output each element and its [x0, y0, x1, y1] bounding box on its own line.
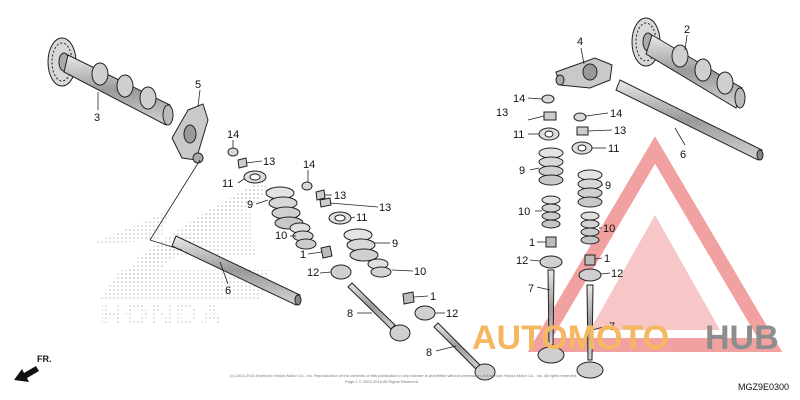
right-spring-c	[538, 147, 564, 186]
callout-9-c: 9	[519, 165, 525, 177]
callout-14-c: 14	[513, 93, 525, 105]
front-label: FR.	[37, 354, 52, 364]
callout-13-c: 13	[379, 202, 391, 214]
callout-12-b: 12	[446, 308, 458, 320]
front-arrow-icon	[14, 366, 39, 382]
right-rocker-shaft	[615, 79, 764, 161]
callout-12-c: 12	[516, 255, 528, 267]
left-guide-lines	[149, 159, 201, 251]
right-inner-spring-c	[541, 195, 561, 229]
right-inner-spring-d	[580, 211, 600, 245]
leader-lines	[97, 34, 688, 352]
callout-13-b: 13	[334, 190, 346, 202]
diagram-code: MGZ9E0300	[738, 382, 789, 392]
right-valve-group-c	[537, 94, 565, 364]
callout-7-a: 7	[528, 283, 534, 295]
callout-8-b: 8	[426, 347, 432, 359]
left-rocker-shaft	[171, 235, 302, 306]
callout-5: 5	[195, 79, 201, 91]
callout-10-b: 10	[414, 266, 426, 278]
right-spring-d	[577, 169, 603, 208]
callout-11-c: 11	[513, 129, 524, 141]
callout-14-d: 14	[610, 108, 622, 120]
callout-10-c: 10	[518, 206, 530, 218]
callout-13-a: 13	[263, 156, 275, 168]
callout-10-d: 10	[603, 223, 615, 235]
left-spring-a	[265, 186, 304, 230]
watermark-triangle	[527, 136, 783, 352]
callout-11-b: 11	[356, 212, 367, 224]
left-valve-group-a	[227, 147, 411, 342]
right-camshaft	[631, 17, 746, 109]
copyright-line-1: (c) 2003-2015 American Honda Motor Co., …	[230, 373, 577, 378]
callout-1-c: 1	[529, 237, 535, 249]
callout-14-b: 14	[303, 159, 315, 171]
callout-6-right: 6	[680, 149, 686, 161]
right-rocker-arm	[555, 57, 613, 89]
front-direction-indicator: FR.	[14, 354, 52, 382]
callout-9-d: 9	[605, 180, 611, 192]
left-rocker-arm	[171, 103, 209, 164]
callout-1-a: 1	[300, 249, 306, 261]
callout-4: 4	[577, 36, 583, 48]
callout-14-a: 14	[227, 129, 239, 141]
watermark-text-gray: HUB	[705, 319, 779, 357]
copyright-line-2: Page 1 © 2003-2015 All Rights Reserved	[345, 379, 418, 384]
callout-13-e: 13	[614, 125, 626, 137]
callout-11-a: 11	[222, 178, 233, 190]
callout-1-b: 1	[430, 291, 436, 303]
callout-9-b: 9	[392, 238, 398, 250]
callout-12-a: 12	[307, 267, 319, 279]
callout-6-left: 6	[225, 285, 231, 297]
callout-10-a: 10	[275, 230, 287, 242]
callout-8-a: 8	[347, 308, 353, 320]
left-valve-group-b	[301, 181, 496, 381]
callout-2: 2	[684, 24, 690, 36]
callout-7-b: 7	[609, 321, 615, 333]
watermark-text: AUTOMOTO HUB	[472, 319, 779, 357]
callout-12-d: 12	[611, 268, 623, 280]
callout-11-d: 11	[608, 143, 619, 155]
callout-3-left: 3	[94, 112, 100, 124]
callout-1-d: 1	[604, 253, 610, 265]
callout-9-a: 9	[247, 199, 253, 211]
honda-logo-text: HONDA	[100, 298, 225, 331]
callout-labels: 3 5 14 13 11 9 10 1 12 6 14 13 13 11 9 1…	[94, 24, 690, 359]
left-inner-spring-a	[289, 222, 317, 250]
watermark-text-orange: AUTOMOTO	[472, 319, 669, 357]
left-camshaft	[47, 37, 174, 126]
honda-wing-logo: HONDA	[90, 180, 270, 331]
callout-13-d: 13	[496, 107, 508, 119]
left-inner-spring-b	[367, 258, 392, 278]
right-valve-group-d	[571, 112, 604, 379]
left-spring-b	[343, 228, 379, 262]
